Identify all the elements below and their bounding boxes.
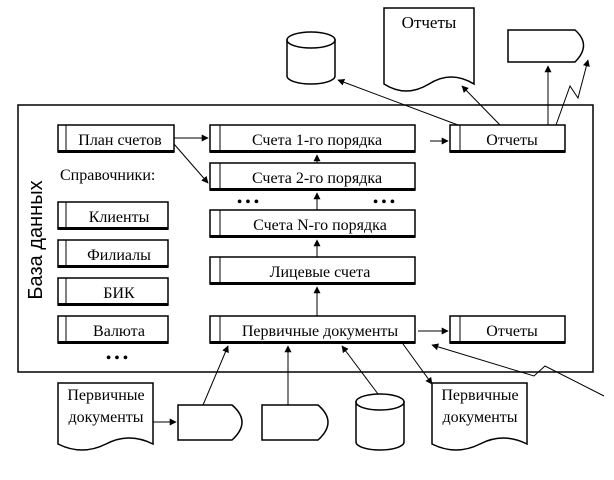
center-ellipsis-right: • • • [373,195,395,210]
clients-label: Клиенты [89,209,150,226]
input-display-shape-2 [261,404,329,441]
reports-top-box: Отчеты [449,124,566,153]
top-lightning-link [555,59,590,126]
directories-label: Справочники: [60,167,155,184]
output-document-line1: Первичные [441,387,518,404]
output-document: Первичные документы [431,382,528,451]
bottom-storage-cylinder [355,393,405,451]
personal-accounts-label: Лицевые счета [270,264,371,281]
arrow-cylinder-to-primary [341,345,379,395]
clients-box: Клиенты [57,201,169,230]
bik-box: БИК [57,277,169,306]
internal-arrows [173,134,449,335]
primary-documents-box: Первичные документы [209,315,416,344]
currency-box: Валюта [57,315,169,344]
arrow-chart-to-accounts-2 [173,143,209,184]
accounts-n-box: Счета N-го порядка [209,209,416,238]
primary-documents-label: Первичные документы [242,323,398,340]
accounts-1-box: Счета 1-го порядка [209,124,416,153]
bottom-arrows [153,343,605,426]
reports-bottom-box: Отчеты [449,315,566,344]
top-display-shape [507,29,585,63]
input-document: Первичные документы [57,382,154,451]
top-report-document-label: Отчеты [402,13,457,32]
top-storage-cylinder [286,31,336,85]
bottom-lightning-link [431,343,605,397]
accounts-1-label: Счета 1-го порядка [252,132,382,149]
output-document-line2: документы [442,409,517,426]
chart-of-accounts-box: План счетов [57,124,175,153]
arrow-display1-to-primary [202,345,229,406]
currency-label: Валюта [93,323,145,340]
top-report-document: Отчеты [383,7,475,92]
arrow-primary-to-output-doc [402,343,433,385]
input-display-shape-1 [177,404,243,441]
input-document-line1: Первичные [67,387,144,404]
bik-label: БИК [103,285,135,302]
arrow-reports-to-document [461,85,501,126]
branches-box: Филиалы [57,239,169,268]
top-output-arrows [337,59,590,126]
branches-label: Филиалы [87,247,151,264]
chart-of-accounts-label: План счетов [78,132,162,149]
input-document-line2: документы [68,409,143,426]
center-ellipsis-left: • • • [237,195,259,210]
database-title: База данных [25,180,47,299]
accounts-2-label: Счета 2-го порядка [252,170,382,187]
accounts-n-label: Счета N-го порядка [253,217,387,234]
left-ellipsis: • • • [106,351,128,366]
arrow-reports-to-cylinder [337,78,459,126]
accounts-2-box: Счета 2-го порядка [209,162,416,191]
database-frame [17,104,594,373]
reports-bottom-label: Отчеты [486,323,538,340]
reports-top-label: Отчеты [486,132,538,149]
personal-accounts-box: Лицевые счета [209,256,416,285]
